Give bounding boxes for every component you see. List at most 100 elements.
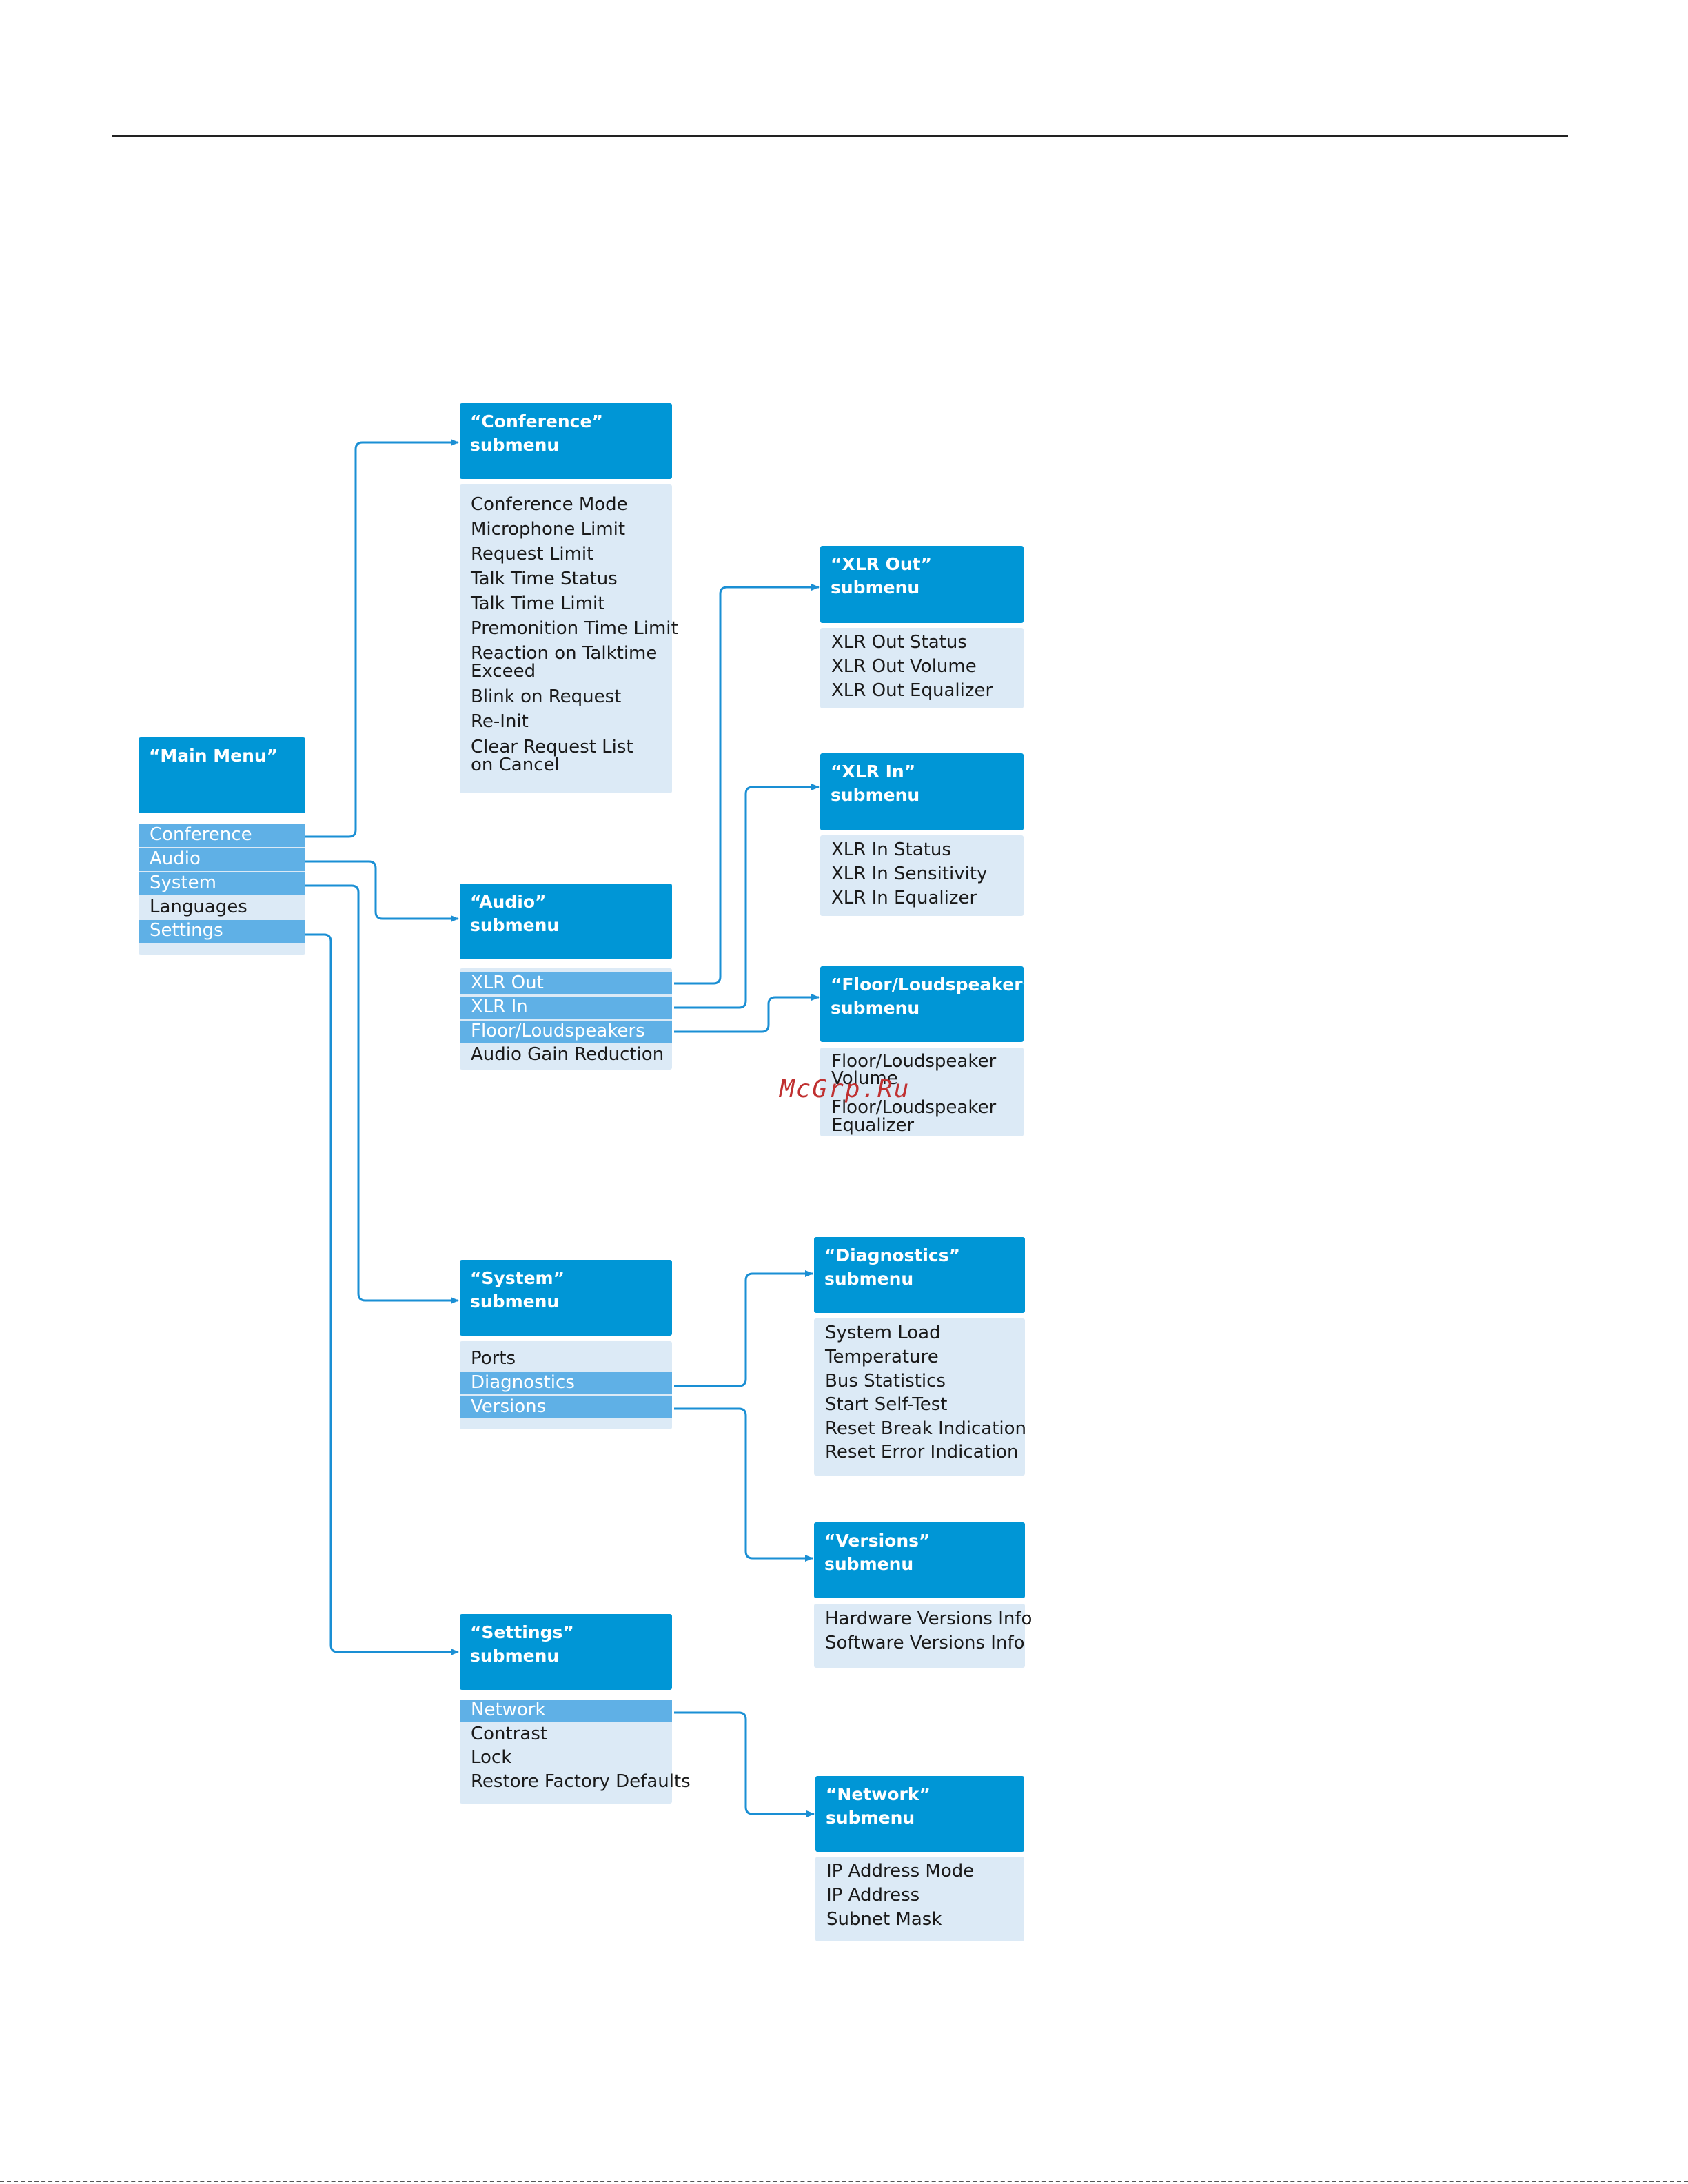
conference-item-reaction-on-talktime-cont[interactable]: Exceed: [471, 661, 536, 682]
versions-submenu-list: Hardware Versions Info Software Versions…: [814, 1604, 1033, 1668]
xlr-out-submenu: “XLR Out” submenu XLR Out Status XLR Out…: [820, 546, 1024, 708]
xlr-out-submenu-title: “XLR Out”: [831, 554, 933, 574]
settings-submenu-list: Network Contrast Lock Restore Factory De…: [460, 1700, 691, 1804]
settings-submenu: “Settings” submenu Network Contrast Lock…: [460, 1614, 691, 1804]
network-item-ip-address[interactable]: IP Address: [826, 1885, 920, 1906]
conference-submenu: “Conference” submenu Conference Mode Mic…: [460, 403, 678, 793]
system-submenu: “System” submenu Ports Diagnostics Versi…: [460, 1260, 672, 1429]
diagnostics-submenu-list: System Load Temperature Bus Statistics S…: [814, 1318, 1027, 1476]
xlr-out-submenu-subtitle: submenu: [831, 578, 920, 598]
connector-system: [305, 884, 459, 1304]
xlr-in-item-equalizer[interactable]: XLR In Equalizer: [831, 888, 977, 908]
system-submenu-subtitle: submenu: [470, 1292, 560, 1312]
floor-item-equalizer[interactable]: Floor/Loudspeaker: [831, 1097, 997, 1118]
xlr-out-item-equalizer[interactable]: XLR Out Equalizer: [831, 680, 993, 701]
settings-item-lock[interactable]: Lock: [471, 1747, 512, 1768]
conference-item-talk-time-limit[interactable]: Talk Time Limit: [471, 593, 605, 614]
conference-item-reaction-on-talktime[interactable]: Reaction on Talktime: [471, 643, 658, 664]
system-item-ports[interactable]: Ports: [471, 1348, 516, 1369]
connector-versions: [674, 1407, 813, 1562]
main-menu: “Main Menu” Conference Audio System Lang…: [139, 737, 305, 955]
floor-item-volume-cont[interactable]: Volume: [831, 1068, 898, 1089]
diagnostics-submenu: “Diagnostics” submenu System Load Temper…: [814, 1237, 1027, 1476]
conference-item-premonition-time-limit[interactable]: Premonition Time Limit: [471, 618, 678, 639]
xlr-in-item-sensitivity[interactable]: XLR In Sensitivity: [831, 864, 988, 884]
conference-item-request-limit[interactable]: Request Limit: [471, 544, 594, 564]
settings-submenu-title: “Settings”: [470, 1622, 574, 1642]
conference-item-blink-on-request[interactable]: Blink on Request: [471, 686, 622, 707]
watermark: McGrp.Ru: [780, 1075, 911, 1103]
diagnostics-submenu-title: “Diagnostics”: [824, 1245, 961, 1265]
audio-item-floor-loudspeakers[interactable]: Floor/Loudspeakers: [460, 1021, 672, 1043]
xlr-in-item-status[interactable]: XLR In Status: [831, 839, 951, 860]
audio-item-audio-gain-reduction[interactable]: Audio Gain Reduction: [471, 1044, 664, 1065]
main-menu-item-system[interactable]: System: [139, 872, 305, 895]
conference-submenu-list: Conference Mode Microphone Limit Request…: [460, 484, 678, 793]
xlr-in-submenu-list: XLR In Status XLR In Sensitivity XLR In …: [820, 835, 1024, 916]
system-submenu-list: Ports Diagnostics Versions: [460, 1341, 672, 1429]
audio-submenu-title: “Audio”: [470, 892, 547, 912]
settings-submenu-subtitle: submenu: [470, 1646, 560, 1666]
conference-submenu-header: “Conference” submenu: [460, 403, 672, 479]
conference-submenu-title: “Conference”: [470, 411, 603, 431]
settings-item-contrast[interactable]: Contrast: [471, 1724, 548, 1744]
diagnostics-submenu-subtitle: submenu: [824, 1269, 914, 1289]
system-submenu-header: “System” submenu: [460, 1260, 672, 1336]
conference-submenu-subtitle: submenu: [470, 435, 560, 455]
network-item-ip-address-mode[interactable]: IP Address Mode: [826, 1861, 975, 1881]
network-submenu-title: “Network”: [826, 1784, 931, 1804]
network-submenu: “Network” submenu IP Address Mode IP Add…: [815, 1776, 1024, 1941]
diagnostics-item-start-self-test[interactable]: Start Self-Test: [825, 1394, 948, 1415]
conference-item-microphone-limit[interactable]: Microphone Limit: [471, 519, 626, 540]
main-menu-header: “Main Menu”: [139, 737, 305, 813]
conference-item-re-init[interactable]: Re-Init: [471, 711, 529, 732]
floor-loudspeakers-submenu: “Floor/Loudspeakers” submenu Floor/Louds…: [820, 966, 1044, 1136]
main-menu-title: “Main Menu”: [149, 746, 278, 766]
diagnostics-item-reset-break-indication[interactable]: Reset Break Indication: [825, 1418, 1027, 1439]
versions-submenu-title: “Versions”: [824, 1531, 931, 1551]
xlr-out-item-status[interactable]: XLR Out Status: [831, 632, 967, 653]
audio-item-xlr-in[interactable]: XLR In: [460, 997, 672, 1019]
conference-item-talk-time-status[interactable]: Talk Time Status: [471, 569, 618, 589]
settings-item-restore-factory-defaults[interactable]: Restore Factory Defaults: [471, 1771, 691, 1792]
versions-item-software[interactable]: Software Versions Info: [825, 1633, 1025, 1653]
main-menu-item-settings[interactable]: Settings: [139, 920, 305, 943]
audio-submenu: “Audio” submenu XLR Out XLR In Floor/Lou…: [460, 884, 672, 1070]
diagnostics-item-reset-error-indication[interactable]: Reset Error Indication: [825, 1442, 1019, 1462]
network-item-subnet-mask[interactable]: Subnet Mask: [826, 1909, 942, 1930]
floor-item-volume[interactable]: Floor/Loudspeaker: [831, 1051, 997, 1072]
floor-item-equalizer-cont[interactable]: Equalizer: [831, 1115, 915, 1136]
diagnostics-item-system-load[interactable]: System Load: [825, 1323, 941, 1343]
connector-settings: [305, 933, 459, 1655]
main-menu-item-audio[interactable]: Audio: [139, 848, 305, 871]
system-item-versions[interactable]: Versions: [460, 1396, 672, 1418]
xlr-in-submenu-title: “XLR In”: [831, 762, 916, 782]
system-item-diagnostics[interactable]: Diagnostics: [460, 1372, 672, 1394]
versions-item-hardware[interactable]: Hardware Versions Info: [825, 1609, 1033, 1629]
audio-item-xlr-out[interactable]: XLR Out: [460, 972, 672, 994]
main-menu-item-conference[interactable]: Conference: [139, 824, 305, 847]
connector-xlr-in: [674, 784, 820, 1009]
diagnostics-item-bus-statistics[interactable]: Bus Statistics: [825, 1371, 946, 1391]
audio-submenu-list: XLR Out XLR In Floor/Loudspeakers Audio …: [460, 968, 672, 1070]
network-submenu-header: “Network” submenu: [815, 1776, 1024, 1852]
versions-submenu-header: “Versions” submenu: [814, 1522, 1025, 1598]
settings-item-network[interactable]: Network: [460, 1700, 672, 1722]
main-menu-item-languages[interactable]: Languages: [150, 897, 247, 917]
connector-diagnostics: [674, 1270, 813, 1387]
xlr-in-submenu-header: “XLR In” submenu: [820, 753, 1024, 830]
floor-loudspeakers-submenu-list: Floor/Loudspeaker Volume Floor/Loudspeak…: [820, 1048, 1024, 1136]
main-menu-list: Conference Audio System Languages Settin…: [139, 824, 305, 955]
top-rule: [112, 135, 1568, 137]
bottom-rule: [0, 2181, 1688, 2182]
conference-item-conference-mode[interactable]: Conference Mode: [471, 494, 628, 515]
diagnostics-item-temperature[interactable]: Temperature: [825, 1347, 939, 1367]
versions-submenu-subtitle: submenu: [824, 1554, 914, 1574]
xlr-out-item-volume[interactable]: XLR Out Volume: [831, 656, 977, 677]
xlr-in-submenu: “XLR In” submenu XLR In Status XLR In Se…: [820, 753, 1024, 916]
floor-loudspeakers-submenu-title: “Floor/Loudspeakers”: [831, 974, 1044, 994]
conference-item-clear-request-list-cont[interactable]: on Cancel: [471, 755, 560, 775]
conference-item-clear-request-list[interactable]: Clear Request List: [471, 737, 633, 757]
network-submenu-subtitle: submenu: [826, 1808, 915, 1828]
